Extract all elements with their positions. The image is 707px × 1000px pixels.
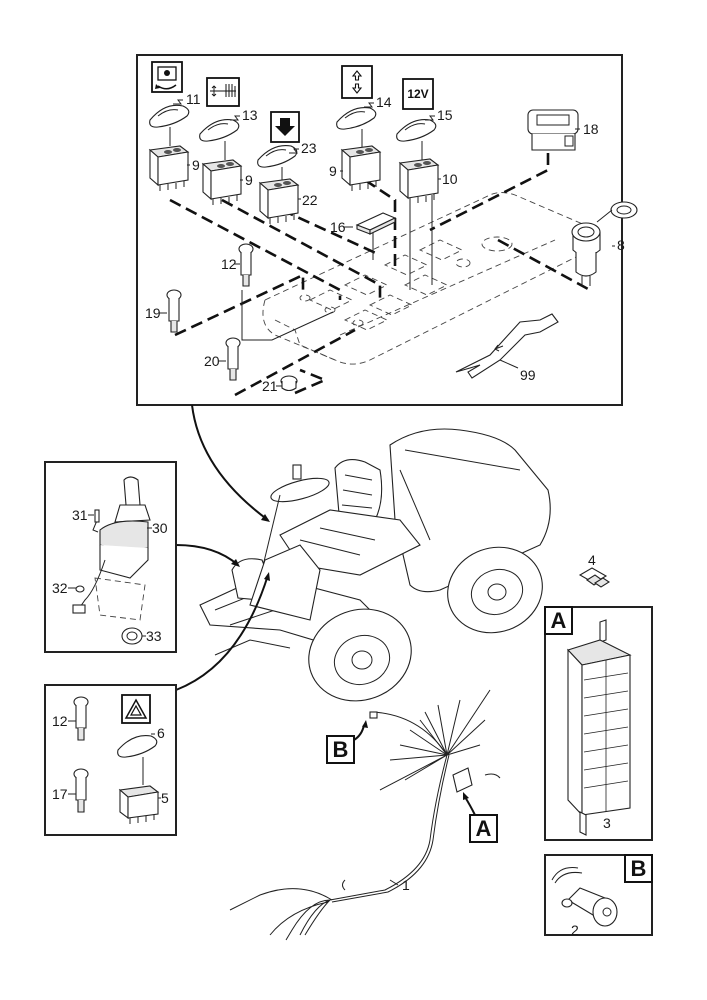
part-label-22: 22 (302, 192, 318, 208)
detail-b-panel: B 2 (544, 854, 653, 938)
top-panel-labels: 11 13 23 14 15 18 9 9 22 9 10 16 8 12 19… (145, 91, 625, 394)
indicator-lamp-20 (225, 337, 241, 381)
indicator-lamp-19 (166, 289, 182, 333)
part-label-9c: 9 (329, 163, 337, 179)
part-label-18: 18 (583, 121, 599, 137)
part-label-30: 30 (152, 520, 168, 536)
blank-plug-16 (355, 212, 397, 235)
part-label-21: 21 (262, 378, 278, 394)
rocker-cap-15 (396, 119, 437, 160)
part-label-8: 8 (617, 237, 625, 253)
part-label-13: 13 (242, 107, 258, 123)
indicator-lamp-12-hazard (73, 696, 89, 741)
fuse-slots (583, 660, 629, 812)
removal-tool-99 (455, 313, 559, 379)
rocker-switch-9c (340, 145, 382, 191)
panel-indicator-18 (527, 109, 579, 151)
joystick-panel: 31 30 32 33 (44, 461, 177, 653)
rocker-cap-14 (336, 107, 377, 147)
rocker-switch-5 (118, 785, 160, 824)
callout-arrows (175, 404, 270, 691)
harness-ref-b: B (326, 720, 368, 764)
part-label-2: 2 (571, 922, 579, 938)
part-label-17: 17 (52, 786, 68, 802)
part-label-31: 31 (72, 507, 88, 523)
hazard-triangle-icon (121, 694, 151, 724)
fuse-4: 4 (578, 552, 611, 588)
part-label-23: 23 (301, 140, 317, 156)
harness-ref-a: A (463, 792, 498, 843)
top-panel-frame (136, 54, 623, 406)
part-label-4: 4 (588, 552, 596, 568)
part-label-6: 6 (157, 725, 165, 741)
buzzer-2 (551, 867, 618, 927)
arrow-down-icon (270, 111, 300, 143)
sweeper-brush-icon (206, 77, 240, 107)
dashboard-outline (262, 192, 595, 365)
fuse-box-3 (567, 619, 632, 836)
top-panel: 12V (136, 54, 638, 406)
rocker-cap-6 (117, 735, 158, 785)
indicator-lamp-12-top (238, 243, 254, 287)
part-label-32: 32 (52, 580, 68, 596)
detail-b-frame (544, 854, 653, 936)
rocker-cap-11 (149, 104, 190, 146)
part-label-9b: 9 (245, 172, 253, 188)
rocker-switch-22 (258, 178, 300, 224)
part-label-11: 11 (186, 91, 201, 107)
part-label-33: 33 (146, 628, 162, 644)
power-socket-8 (571, 201, 638, 286)
part-label-12-hazard: 12 (52, 713, 68, 729)
part-label-3: 3 (603, 815, 611, 831)
power-12v-icon: 12V (402, 78, 434, 110)
rocker-switch-9b (201, 159, 243, 205)
wiring-routes (169, 153, 591, 397)
up-down-arrows-icon (341, 65, 373, 99)
rocker-switch-9a (148, 145, 190, 191)
rocker-switch-10 (398, 158, 440, 204)
rocker-cap-23 (257, 145, 298, 180)
rocker-cap-13 (199, 119, 240, 160)
part-label-99: 99 (520, 367, 536, 383)
part-label-9a: 9 (192, 157, 200, 173)
beacon-rotating-icon (151, 61, 183, 93)
detail-a-frame (544, 606, 653, 841)
joystick-panel-frame (44, 461, 177, 653)
part-label-15: 15 (437, 107, 453, 123)
part-label-5: 5 (161, 790, 169, 806)
wiring-harness-1: 1 (229, 689, 501, 941)
hazard-panel-frame (44, 684, 177, 836)
part-label-19: 19 (145, 305, 161, 321)
part-label-14: 14 (376, 94, 392, 110)
detail-a-panel: A 3 (544, 606, 653, 841)
harness-ref-b-letter: B (333, 737, 349, 762)
harness-ref-a-letter: A (476, 816, 492, 841)
part-label-20: 20 (204, 353, 220, 369)
hazard-panel: 12 6 17 5 (44, 684, 177, 836)
vehicle-illustration (199, 428, 551, 702)
plug-21 (280, 375, 298, 392)
detail-a-letter: A (551, 608, 567, 633)
part-label-16: 16 (330, 219, 346, 235)
part-label-1: 1 (402, 877, 410, 893)
indicator-lamp-17 (73, 768, 89, 813)
part-label-10: 10 (442, 171, 458, 187)
detail-b-letter: B (631, 856, 647, 881)
power-12v-label: 12V (407, 87, 428, 101)
part-label-12-top: 12 (221, 256, 237, 272)
